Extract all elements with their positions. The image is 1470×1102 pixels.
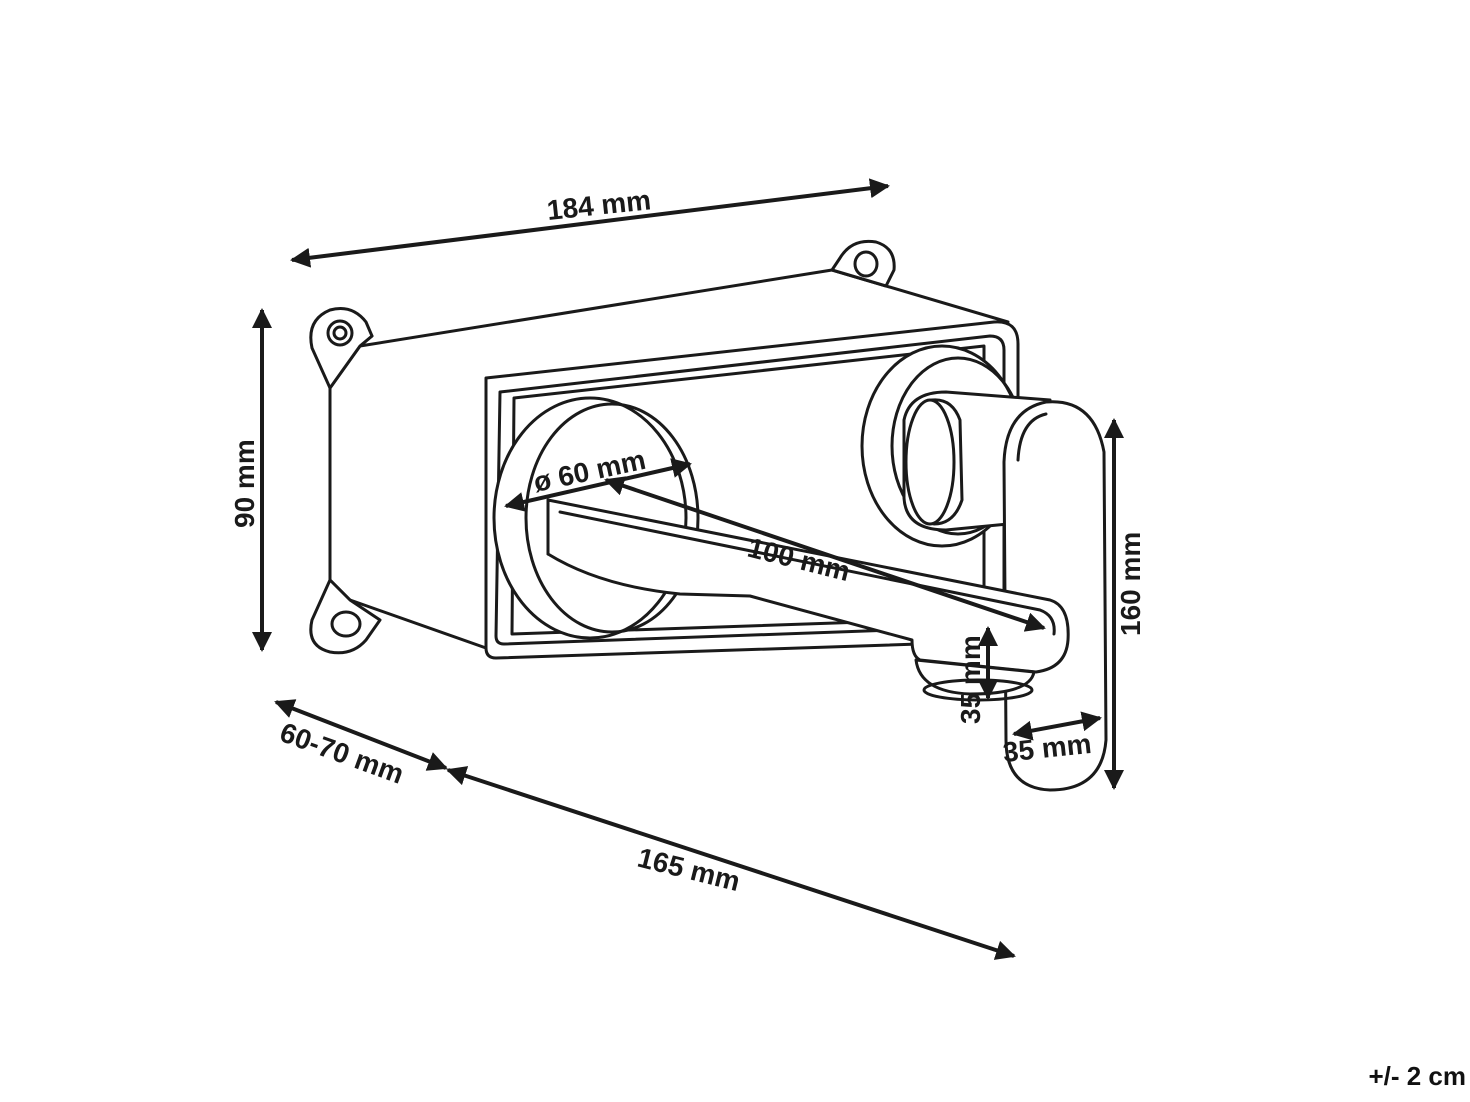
mounting-ear-top-right [830, 239, 896, 288]
label-outlet-height: 35 mm [955, 635, 986, 724]
dimension-arrow-spout-length [604, 476, 1046, 632]
label-box-width: 184 mm [545, 184, 652, 226]
tolerance-note: +/- 2 cm [1368, 1061, 1466, 1091]
mounting-ear-bottom-left [309, 578, 382, 655]
mounting-ear-top-left [309, 307, 374, 390]
dimension-arrow-plate-diameter [504, 458, 692, 512]
dimension-arrow-box-width [290, 178, 890, 268]
label-handle-height: 160 mm [1115, 532, 1146, 636]
dimension-arrow-handle-width [1012, 711, 1102, 741]
dimension-arrow-box-depth [274, 699, 448, 771]
dimension-arrow-spout-projection [446, 766, 1016, 960]
label-box-height: 90 mm [229, 439, 260, 528]
